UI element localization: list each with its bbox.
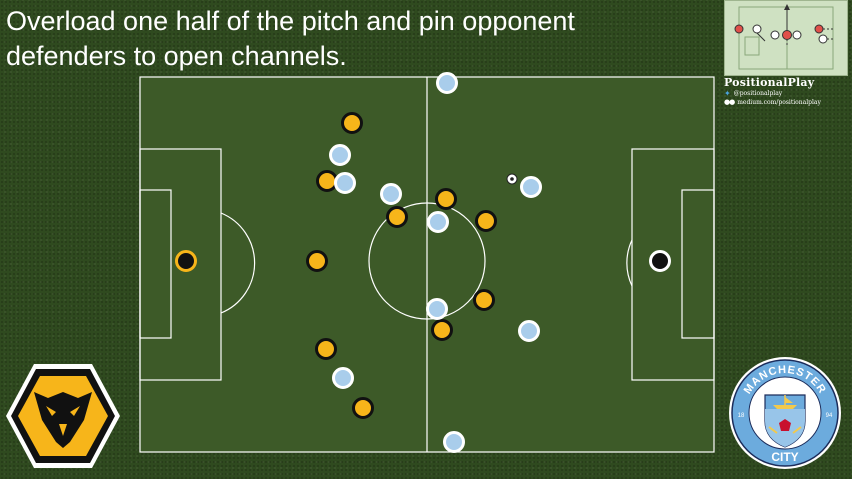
wolves-player: [306, 250, 328, 272]
mini-pitch-icon: [734, 4, 835, 70]
wolves-goalkeeper: [175, 250, 197, 272]
city-player: [334, 172, 356, 194]
formation-thumbnail: [724, 0, 848, 76]
city-crest-icon: MANCHESTER CITY 18 94: [729, 357, 841, 469]
right-goal-area: [681, 189, 715, 339]
medium-icon: ●●: [724, 98, 735, 106]
city-goalkeeper: [649, 250, 671, 272]
centre-circle: [368, 202, 486, 320]
wolves-player: [435, 188, 457, 210]
city-player: [380, 183, 402, 205]
city-player: [427, 211, 449, 233]
caption: Overload one half of the pitch and pin o…: [6, 6, 575, 71]
brand-name: PositionalPlay: [724, 76, 815, 89]
left-penalty-arc: [220, 212, 256, 314]
wolves-player: [341, 112, 363, 134]
right-penalty-arc: [626, 239, 633, 287]
city-player: [426, 298, 448, 320]
wolves-player: [315, 338, 337, 360]
city-player: [436, 72, 458, 94]
left-goal-area: [139, 189, 172, 339]
city-crest-bottom-text: CITY: [771, 450, 798, 464]
twitter-icon: ✦: [724, 89, 731, 98]
twitter-handle: @positionalplay: [733, 90, 783, 97]
city-player: [329, 144, 351, 166]
wolves-player: [316, 170, 338, 192]
wolves-player: [386, 206, 408, 228]
city-player: [332, 367, 354, 389]
city-player: [443, 431, 465, 453]
city-players: [329, 72, 671, 453]
city-player: [520, 176, 542, 198]
city-year-right: 94: [826, 413, 833, 419]
wolves-players: [175, 112, 497, 419]
wolves-player: [475, 210, 497, 232]
wolves-player: [473, 289, 495, 311]
wolves-player: [352, 397, 374, 419]
wolves-player: [431, 319, 453, 341]
city-year-left: 18: [738, 413, 745, 419]
city-crest: MANCHESTER CITY 18 94: [727, 355, 843, 476]
football-icon: [506, 173, 518, 185]
branding: PositionalPlay ✦ @positionalplay ●● medi…: [724, 76, 852, 107]
wolves-crest-icon: [6, 364, 120, 468]
medium-url: medium.com/positionalplay: [737, 99, 821, 106]
city-player: [518, 320, 540, 342]
